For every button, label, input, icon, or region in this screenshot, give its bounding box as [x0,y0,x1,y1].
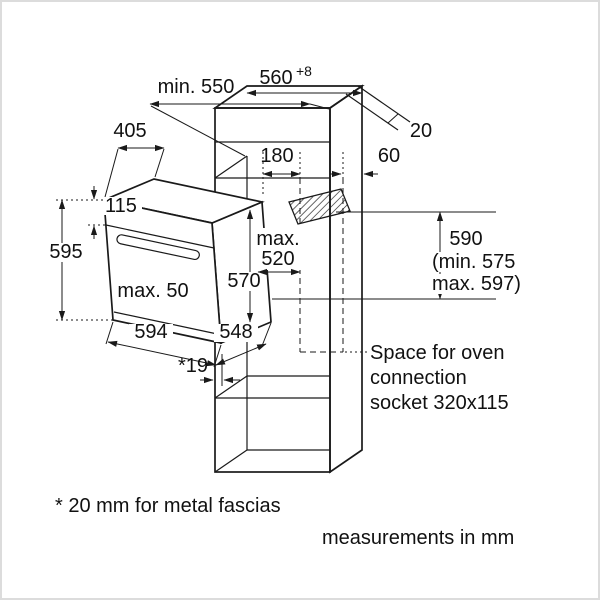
socket-note-line3: socket 320x115 [370,392,509,414]
dim-top-depth: 405 [104,120,165,198]
dim-inner-height-label: 570 [227,270,260,292]
dim-oven-height: 595 [46,199,113,321]
dim-fascia-gap: *19 [178,354,240,386]
dim-niche-depth-label: min. 550 [158,76,235,98]
units-note: measurements in mm [322,527,514,549]
gap-tick [387,113,399,124]
extension-line [154,148,165,178]
dim-socket-side-offset: 60 [330,145,400,178]
dim-niche-width-label: 560 [259,67,292,89]
cabinet-top-face [212,85,365,109]
dim-niche-height: 590 (min. 575 max. 597) [272,211,524,300]
dim-niche-depth: min. 550 [149,76,330,157]
dim-socket-side-offset-label: 60 [378,145,400,167]
dim-fascia-gap-label: *19 [178,355,208,377]
wall-line [345,93,399,131]
cabinet-right-face [329,84,363,474]
door-bottom-line [113,311,223,336]
dimension-line [107,340,217,367]
oven-front-face [103,198,222,345]
dim-niche-height-min-label: (min. 575 [432,251,515,273]
dim-socket-front-offset-label: 180 [260,145,293,167]
label-backing [428,274,524,294]
fascia-footnote: * 20 mm for metal fascias [55,495,281,517]
dim-oven-depth-label: 548 [219,321,252,343]
label-backing [100,197,142,215]
cabinet-bottom-side-edge [214,449,248,473]
label-backing [46,243,86,262]
dim-door-clearance-label: max. 50 [117,280,188,302]
extension-line [261,322,272,347]
dim-max-depth: max. 520 [254,228,302,276]
dim-rear-gap-label: 20 [410,120,432,142]
socket-note-line2: connection [370,367,467,389]
dim-inner-height: 570 [225,209,263,323]
rear-wall-indication [345,85,411,131]
niche-floor-side-edge [214,375,248,399]
dim-max-depth-max-label: max. [256,228,299,250]
control-panel-line [105,224,215,249]
dim-max-depth-label: 520 [261,248,294,270]
label-backing [225,272,263,291]
label-backing [428,252,524,272]
label-backing [129,324,173,342]
extension-line [150,105,246,157]
dimension-line [215,343,267,366]
dim-panel-height-label: 115 [105,195,137,217]
label-backing [254,228,302,270]
dim-oven-width: 594 [105,321,222,368]
extension-line [104,148,119,198]
dim-oven-width-label: 594 [134,321,167,343]
dim-niche-width: 560 +8 [246,63,363,97]
oven-handle [116,234,200,261]
socket-hatch [288,188,351,225]
dim-panel-height: 115 [88,186,142,239]
notes: Space for oven connection socket 320x115… [55,342,514,549]
dim-door-clearance: max. 50 [117,280,188,302]
dim-socket-front-offset: 180 [260,145,301,196]
niche-ceiling-edge [214,155,248,179]
dim-niche-height-label: 590 [449,228,482,250]
extension-line [105,321,114,345]
dim-rear-gap: 20 [410,120,432,142]
dim-oven-height-label: 595 [49,241,82,263]
dim-top-depth-label: 405 [113,120,146,142]
dim-oven-depth: 548 [214,321,272,366]
dimensions: min. 550 560 +8 20 405 115 [46,63,524,386]
label-backing [124,281,182,301]
dim-niche-width-tolerance-label: +8 [296,63,312,79]
extension-line [309,103,330,110]
socket-note: Space for oven connection socket 320x115 [345,342,509,414]
label-backing [214,324,258,342]
wall-line [357,85,411,123]
socket-note-line1: Space for oven [370,342,505,364]
dim-niche-height-max-label: max. 597) [432,273,521,295]
